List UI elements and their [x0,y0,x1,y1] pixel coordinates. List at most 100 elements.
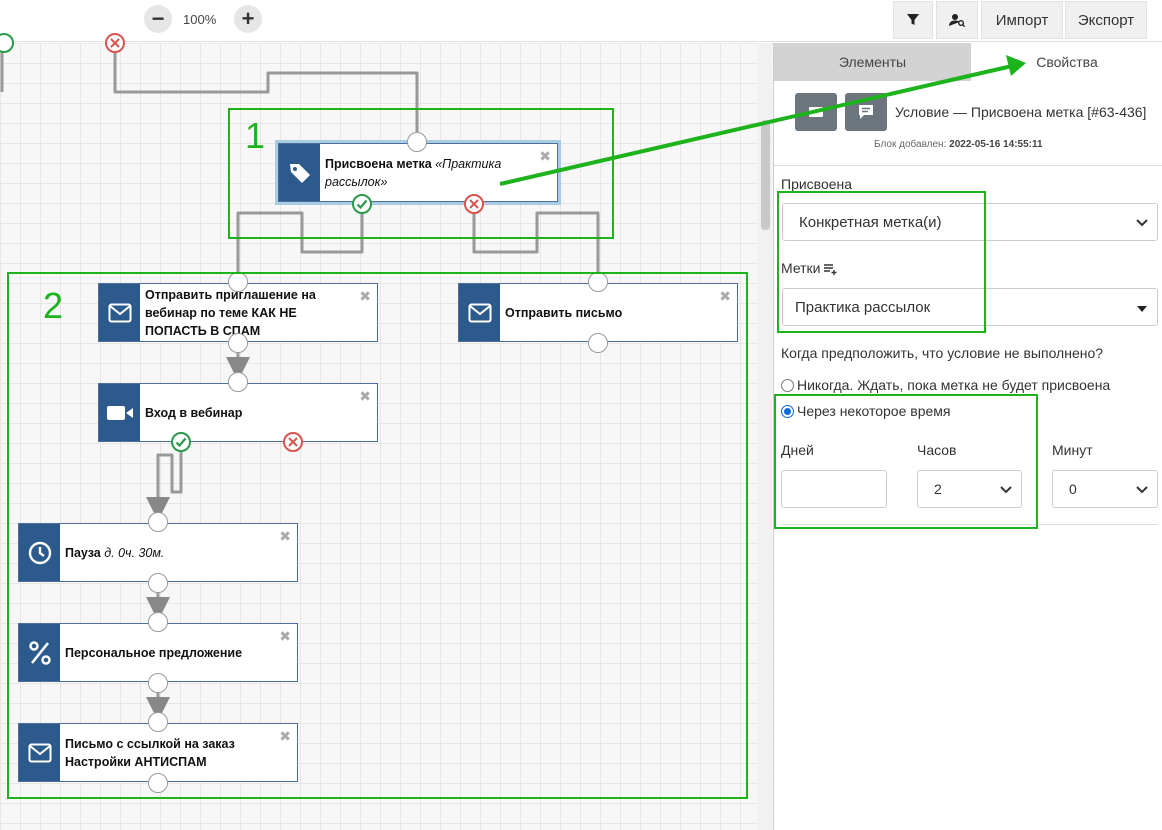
node-title: Присвоена метка [325,156,432,171]
radio-after-time[interactable] [781,405,794,418]
close-icon[interactable]: ✖ [279,528,291,544]
radio-never[interactable] [781,379,794,392]
video-camera-icon [99,384,140,441]
node-label: Присвоена метка «Практика рассылок» [325,144,541,201]
square-icon [809,107,823,117]
node-send-invitation[interactable]: Отправить приглашение на вебинар по теме… [98,283,378,342]
close-icon[interactable]: ✖ [359,388,371,404]
option-after-label: Через некоторое время [797,403,951,419]
user-search-button[interactable] [936,1,978,39]
input-port[interactable] [228,372,248,392]
percent-icon [19,624,60,681]
input-port[interactable] [148,712,168,732]
cross-icon [469,199,479,209]
node-order-letter[interactable]: Письмо с ссылкой на заказ Настройки АНТИ… [18,723,298,782]
tags-label-row: Метки [781,260,838,276]
node-title: Отправить приглашение на вебинар по теме… [145,287,316,338]
minutes-select-value: 0 [1069,481,1077,497]
wire-success [236,204,364,272]
filter-button[interactable] [893,1,933,39]
user-search-icon [949,14,965,27]
hours-label: Часов [917,442,957,458]
input-port[interactable] [148,512,168,532]
tab-elements[interactable]: Элементы [774,43,971,81]
output-port[interactable] [228,333,248,353]
assigned-label: Присвоена [781,176,853,192]
input-port[interactable] [148,612,168,632]
wire-top [113,45,419,132]
node-send-letter[interactable]: Отправить письмо ✖ [458,283,738,342]
node-title: Персональное предложение [65,645,243,660]
envelope-icon [19,724,60,781]
add-list-icon[interactable] [824,263,838,276]
zoom-in-button[interactable]: + [234,5,262,33]
block-color-button[interactable] [795,93,837,131]
caret-down-icon [1137,306,1147,312]
days-input[interactable] [781,470,887,508]
node-label: Отправить письмо [505,284,721,341]
zoom-out-button[interactable]: − [144,5,172,33]
envelope-icon [459,284,500,341]
check-icon [356,199,368,210]
assigned-select-value: Конкретная метка(и) [799,213,942,231]
tab-properties[interactable]: Свойства [971,43,1162,81]
block-added-info: Блок добавлен: 2022-05-16 14:55:11 [874,139,1043,150]
chevron-down-icon [1136,486,1148,494]
annotation-number-2: 2 [43,285,64,326]
output-port[interactable] [148,573,168,593]
close-icon[interactable]: ✖ [719,288,731,304]
condition-title: Условие — Присвоена метка [#63-436] [895,104,1147,120]
annotation-box-1 [228,108,614,239]
node-webinar-entry[interactable]: Вход в вебинар ✖ [98,383,378,442]
comment-icon [859,105,873,119]
option-never-label: Никогда. Ждать, пока метка не будет прис… [797,377,1111,393]
node-label: Письмо с ссылкой на заказ Настройки АНТИ… [65,724,281,781]
tags-select[interactable]: Практика рассылок [782,288,1158,326]
node-title: Пауза [65,545,101,560]
export-button[interactable]: Экспорт [1065,1,1147,39]
node-pause[interactable]: Пауза д. 0ч. 30м. ✖ [18,523,298,582]
block-added-label: Блок добавлен: [874,139,947,150]
annotation-number-1: 1 [245,115,266,156]
node-title: Вход в вебинар [145,405,243,420]
node-title: Письмо с ссылкой на заказ Настройки АНТИ… [65,736,235,769]
wire-fail [472,204,600,272]
input-port[interactable] [407,132,427,152]
block-added-date: 2022-05-16 14:55:11 [949,139,1043,150]
fail-port[interactable] [464,194,484,214]
success-port[interactable] [352,194,372,214]
close-icon[interactable]: ✖ [279,628,291,644]
hours-select[interactable]: 2 [917,470,1022,508]
filter-icon [907,14,919,25]
node-personal-offer[interactable]: Персональное предложение ✖ [18,623,298,682]
fail-port[interactable] [283,432,303,452]
chevron-down-icon [1136,219,1148,227]
assigned-select[interactable]: Конкретная метка(и) [782,203,1158,241]
minutes-label: Минут [1052,442,1093,458]
minutes-select[interactable]: 0 [1052,470,1158,508]
partial-success-port [0,33,14,53]
annotation-box-time [774,394,1038,529]
output-port[interactable] [148,773,168,793]
annotation-box-2 [7,272,748,799]
wire-web-pause [146,452,183,521]
comment-button[interactable] [845,93,887,131]
canvas-scrollbar[interactable] [758,43,772,830]
node-label: Персональное предложение [65,624,281,681]
node-subtitle: д. 0ч. 30м. [104,545,165,560]
divider [782,524,1158,525]
clock-icon [19,524,60,581]
success-port[interactable] [171,432,191,452]
node-subtitle: «Практика рассылок» [325,156,502,189]
output-port[interactable] [148,673,168,693]
output-port[interactable] [588,333,608,353]
close-icon[interactable]: ✖ [359,288,371,304]
tags-select-value: Практика рассылок [795,298,931,316]
close-icon[interactable]: ✖ [279,728,291,744]
condition-question: Когда предположить, что условие не выпол… [781,345,1104,361]
zoom-level: 100% [183,12,217,27]
check-icon [175,437,187,448]
toolbar: − 100% + Импорт Экспорт [0,0,1162,42]
import-button[interactable]: Импорт [981,1,1063,39]
canvas-scroll-thumb[interactable] [761,120,770,230]
